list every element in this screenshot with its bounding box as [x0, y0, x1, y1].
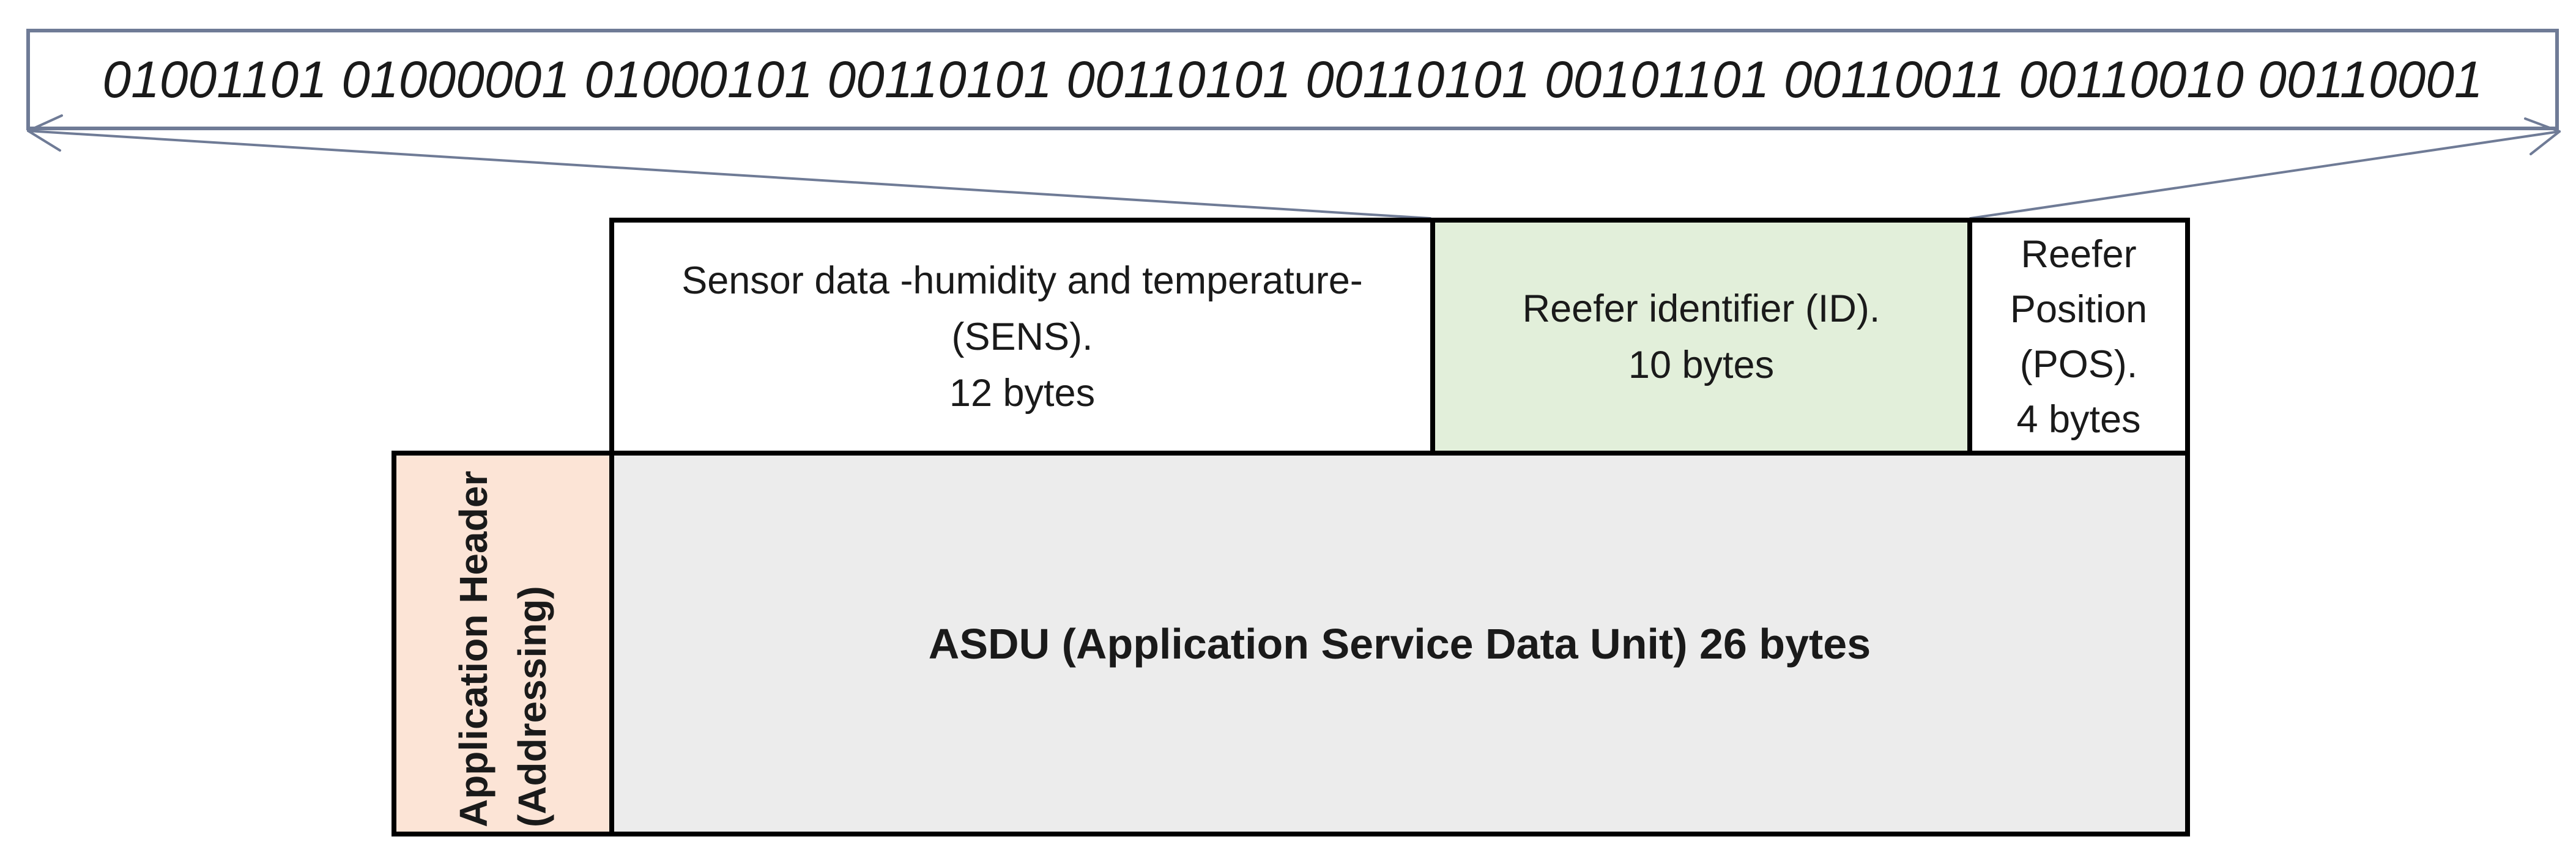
left-arrowhead-icon — [27, 114, 63, 152]
asdu-label: ASDU (Application Service Data Unit) 26 … — [928, 619, 1871, 668]
left-expansion-line — [27, 130, 1431, 220]
right-arrowhead-icon — [2524, 117, 2561, 155]
field-sensor-data-line3: 12 bytes — [949, 371, 1096, 415]
field-reefer-position-line1: Reefer — [2021, 232, 2137, 276]
field-reefer-position: Reefer Position (POS). 4 bytes — [1967, 218, 2190, 456]
field-reefer-position-line2: Position — [2010, 287, 2148, 331]
right-expansion-line — [1969, 130, 2561, 220]
application-header-label-line2: (Addressing) — [510, 585, 554, 827]
binary-string-box: 01001101 01000001 01000101 00110101 0011… — [26, 29, 2559, 130]
field-sensor-data-line2: (SENS). — [951, 315, 1093, 358]
field-sensor-data-line1: Sensor data -humidity and temperature- — [681, 259, 1363, 302]
field-reefer-position-line4: 4 bytes — [2016, 397, 2141, 441]
field-reefer-position-line3: (POS). — [2019, 342, 2138, 386]
application-header-column: Application Header (Addressing) — [392, 451, 614, 836]
application-header-label: Application Header (Addressing) — [444, 460, 562, 827]
binary-string: 01001101 01000001 01000101 00110101 0011… — [102, 50, 2483, 108]
field-reefer-identifier: Reefer identifier (ID). 10 bytes — [1430, 218, 1972, 456]
field-reefer-identifier-line1: Reefer identifier (ID). — [1522, 287, 1880, 330]
application-header-label-line1: Application Header — [451, 470, 496, 827]
asdu-body: ASDU (Application Service Data Unit) 26 … — [609, 451, 2190, 836]
field-sensor-data: Sensor data -humidity and temperature- (… — [609, 218, 1435, 456]
field-reefer-identifier-line2: 10 bytes — [1628, 343, 1775, 386]
